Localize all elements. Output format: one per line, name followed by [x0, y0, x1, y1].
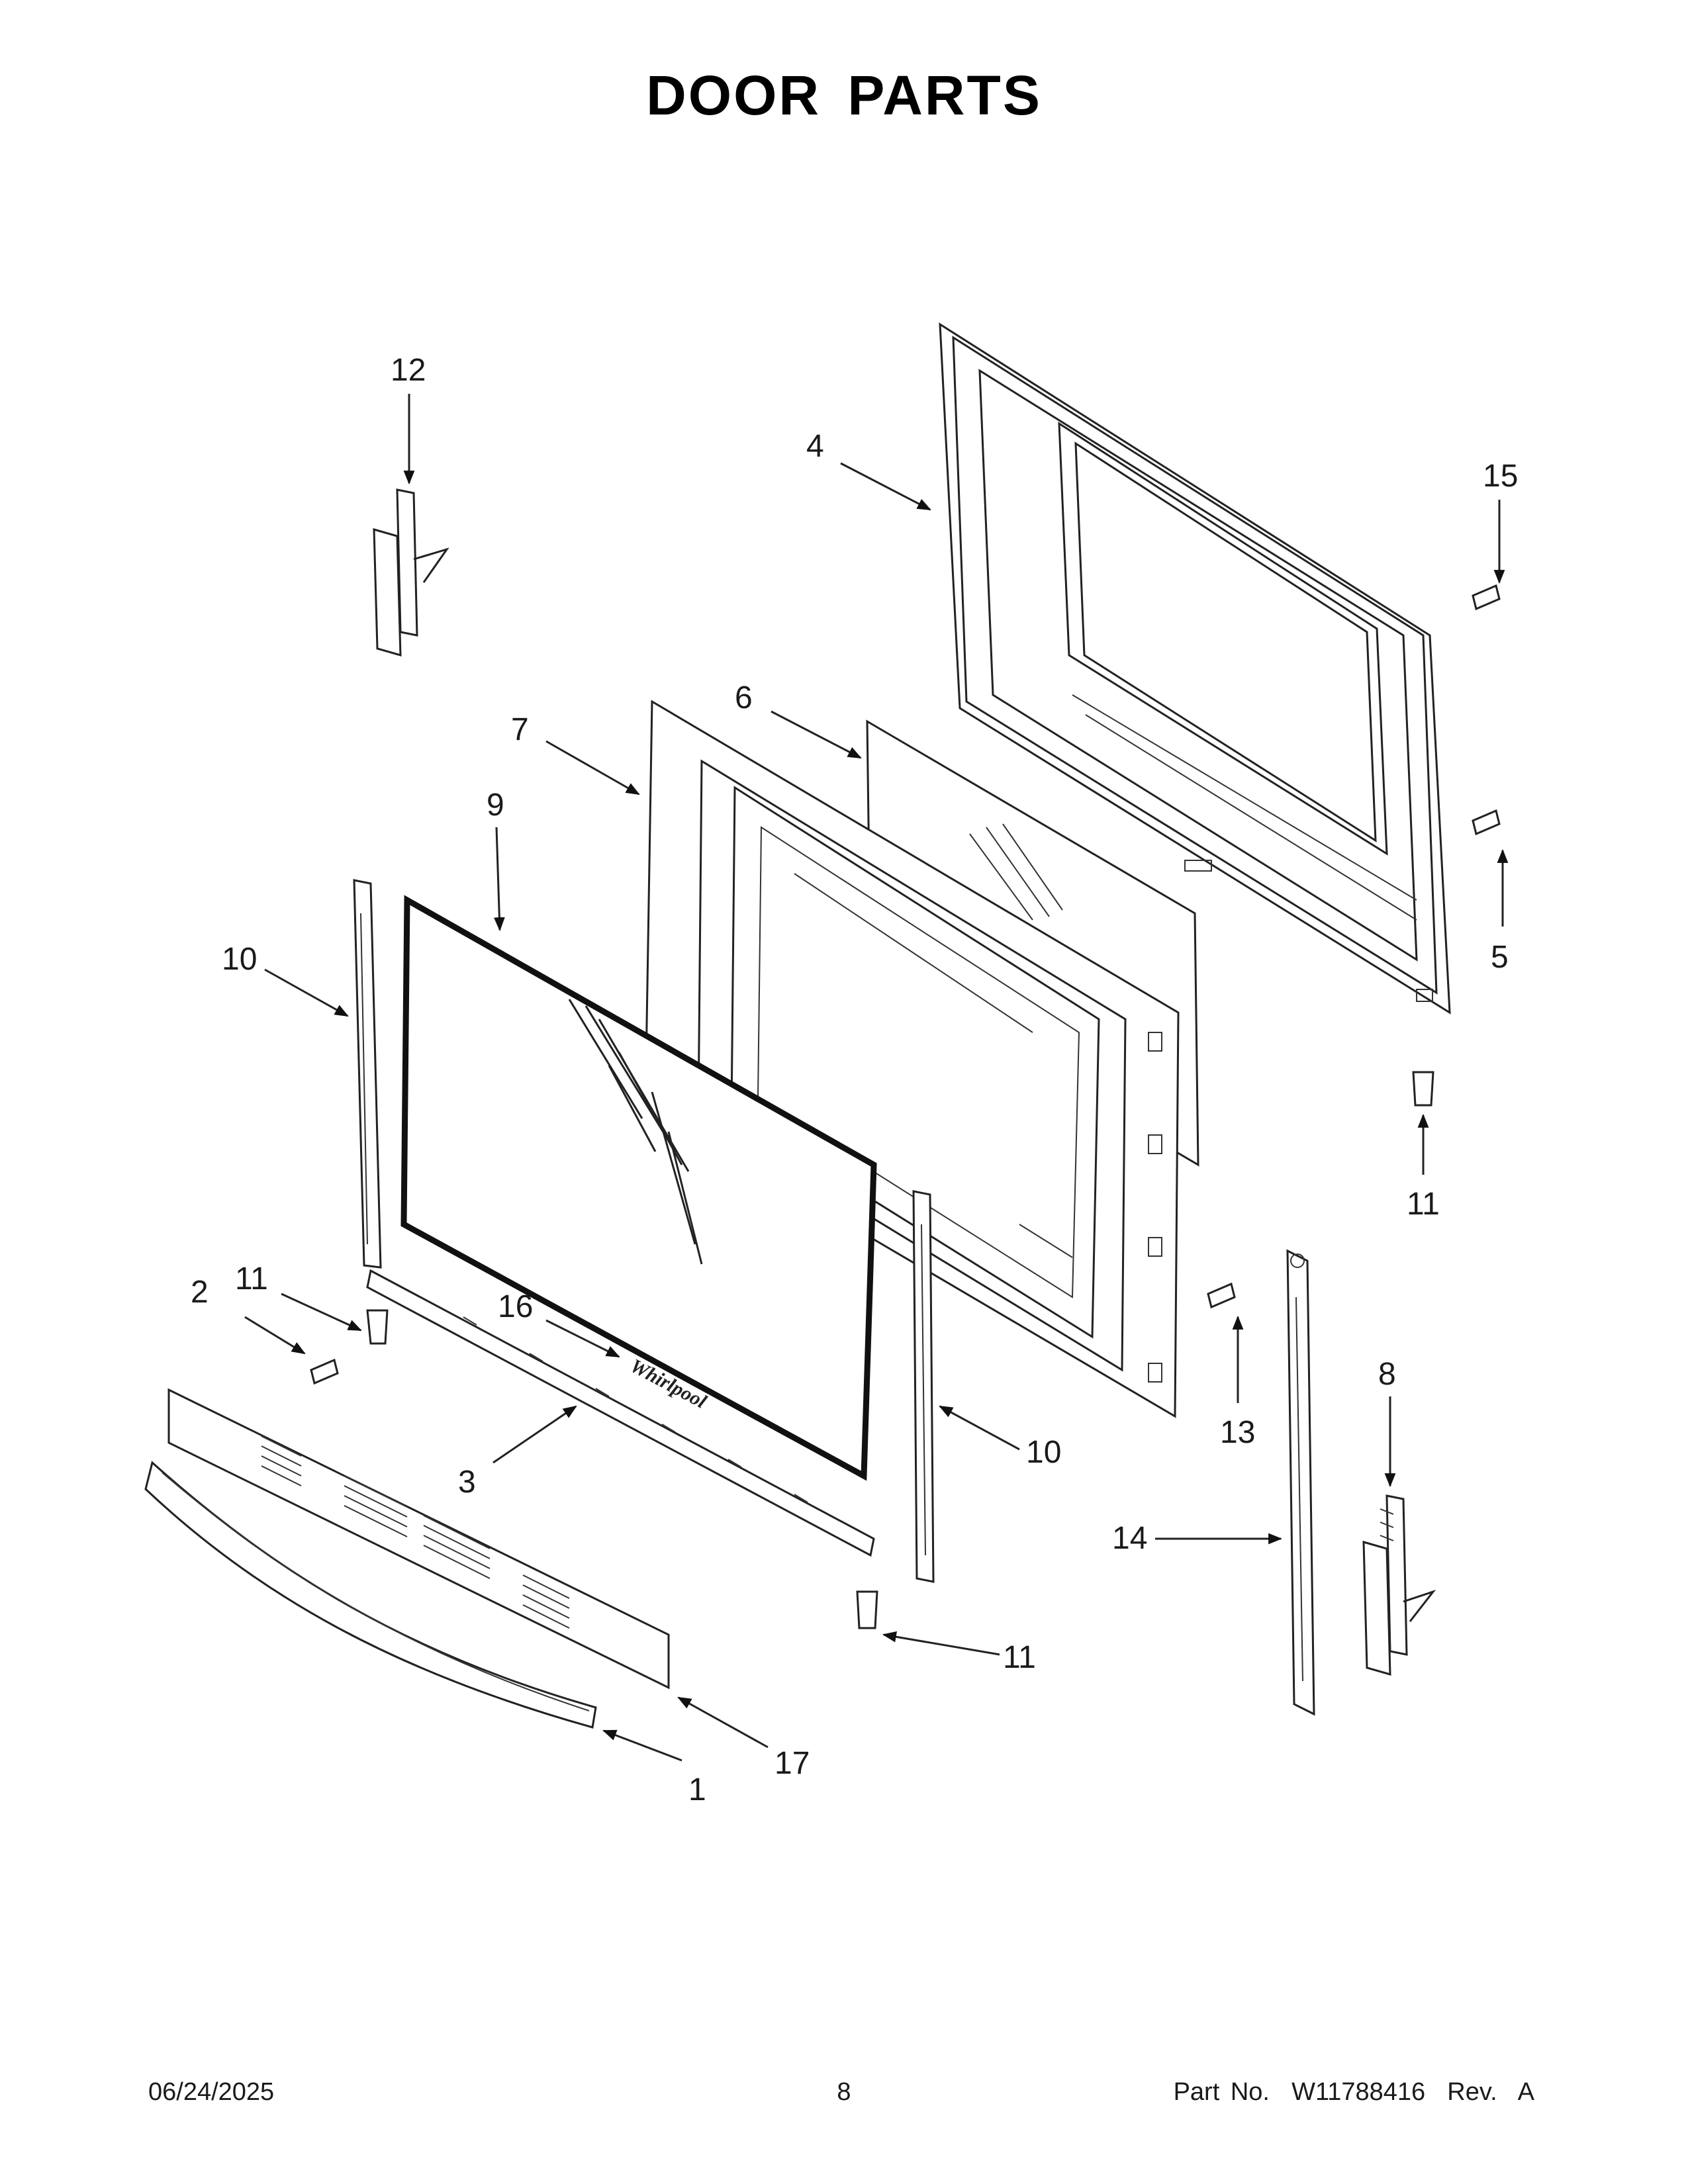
- screw-part-15: [1472, 584, 1501, 611]
- callout-14: 14: [1112, 1521, 1147, 1556]
- screw-part-13: [1207, 1282, 1236, 1309]
- arrow-part-11-left: [281, 1293, 362, 1332]
- glass-reflection-lines: [568, 999, 703, 1265]
- page-title: DOOR PARTS: [646, 64, 1042, 126]
- callout-11-left: 11: [235, 1261, 268, 1297]
- callout-16: 16: [498, 1289, 533, 1324]
- part-8-hinge: [1362, 1494, 1436, 1676]
- arrow-part-10-right: [939, 1405, 1020, 1451]
- callout-4: 4: [806, 429, 824, 464]
- arrow-part-17: [677, 1696, 769, 1749]
- screw-part-11-right: [1412, 1071, 1434, 1107]
- part-14-hinge-channel: [1286, 1249, 1315, 1716]
- arrow-part-1: [602, 1729, 682, 1762]
- arrow-part-10-left: [264, 968, 349, 1017]
- callout-10-right: 10: [1026, 1435, 1061, 1470]
- part-10-left-side-trim: [353, 879, 382, 1269]
- callout-12: 12: [391, 353, 426, 388]
- part-1-handle: [144, 1461, 597, 1729]
- arrow-part-4: [840, 462, 931, 511]
- callout-2: 2: [191, 1275, 209, 1310]
- part-7-door-frame: [644, 700, 1180, 1418]
- callout-8: 8: [1378, 1357, 1396, 1392]
- callout-1: 1: [688, 1772, 706, 1807]
- screw-part-11-bottom: [856, 1590, 878, 1629]
- arrow-part-16: [545, 1319, 620, 1358]
- screws: [310, 584, 1501, 1629]
- arrow-part-11-bottom: [882, 1631, 1000, 1656]
- part-10-right-side-trim: [912, 1190, 935, 1583]
- frame-clips: [1148, 1032, 1162, 1383]
- callout-6: 6: [735, 680, 753, 715]
- arrow-part-7: [545, 740, 640, 796]
- arrow-part-9: [493, 827, 505, 932]
- callout-7: 7: [511, 712, 529, 747]
- footer-part-number: Part No. W11788416 Rev. A: [1173, 2078, 1534, 2106]
- part-4-inner-door-panel: [939, 322, 1451, 1015]
- callout-17: 17: [774, 1746, 810, 1781]
- arrow-part-3: [492, 1405, 577, 1464]
- screw-part-11-left: [366, 1309, 389, 1345]
- part-9-outer-glass: [400, 895, 877, 1481]
- footer-page-number: 8: [837, 2078, 851, 2106]
- callout-5: 5: [1491, 940, 1509, 975]
- part-12-hinge: [373, 488, 449, 657]
- callout-13: 13: [1220, 1415, 1255, 1450]
- callout-labels: 1 2 3 4 5 6 7 8 9 10 10 11 11 11 12 13 1…: [191, 353, 1518, 1807]
- footer-date: 06/24/2025: [148, 2078, 275, 2106]
- callout-11-right: 11: [1407, 1187, 1440, 1222]
- callout-3: 3: [458, 1465, 476, 1500]
- vent-slots: [261, 1435, 570, 1629]
- screw-part-2: [310, 1358, 339, 1385]
- arrow-part-6: [771, 710, 862, 759]
- callout-15: 15: [1483, 459, 1518, 494]
- callout-11-bottom: 11: [1003, 1640, 1036, 1675]
- callout-10-left: 10: [222, 942, 257, 977]
- screw-part-5: [1472, 809, 1501, 836]
- part-17-vent-panel: [167, 1388, 670, 1690]
- leader-arrows: [244, 394, 1509, 1762]
- callout-9: 9: [487, 788, 504, 823]
- arrow-part-2: [244, 1316, 306, 1355]
